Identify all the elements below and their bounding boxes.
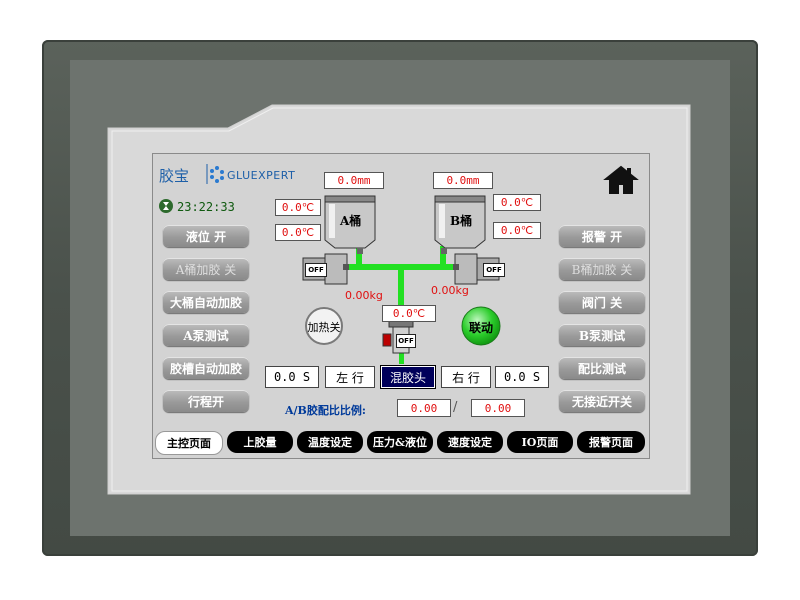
link-button[interactable]: 联动 (468, 321, 493, 335)
brand-name: 胶宝 (159, 167, 190, 185)
liquid-level-button[interactable]: 液位 开 (163, 225, 249, 247)
ratio-separator: / (453, 400, 458, 415)
tank-b-temp1: 0.0℃ (493, 194, 541, 211)
tab-pressure-level[interactable]: 压力&液位 (367, 431, 433, 453)
tank-b-weight: 0.00kg (431, 284, 469, 297)
a-pump-test-button[interactable]: A泵测试 (163, 324, 249, 346)
process-diagram (302, 195, 501, 364)
valve-button[interactable]: 阀门 关 (559, 291, 645, 313)
tab-glue-amount[interactable]: 上胶量 (227, 431, 293, 453)
clock-display: 23:22:33 (177, 200, 235, 214)
tab-main-control[interactable]: 主控页面 (155, 431, 223, 455)
ratio-b-field[interactable]: 0.00 (471, 399, 525, 417)
tank-a (324, 195, 376, 254)
gluexpert-logo-icon (206, 164, 224, 184)
hourglass-icon (159, 199, 173, 213)
tank-b-level: 0.0mm (433, 172, 493, 189)
link-button-bg (461, 306, 501, 346)
left-move-button[interactable]: 左 行 (325, 366, 375, 388)
big-tank-auto-glue-button[interactable]: 大桶自动加胶 (163, 291, 249, 313)
tank-a-weight: 0.00kg (345, 289, 383, 302)
tank-a-temp2: 0.0℃ (275, 224, 321, 241)
tank-b-temp2: 0.0℃ (493, 222, 541, 239)
hmi-screen: 胶宝 GLUEXPERT 23:22:33 液位 开 A桶加胶 关 大桶自动加胶… (152, 153, 650, 459)
pump-b-off-badge: OFF (483, 263, 505, 277)
tab-speed[interactable]: 速度设定 (437, 431, 503, 453)
ratio-test-button[interactable]: 配比测试 (559, 357, 645, 379)
b-tank-glue-button[interactable]: B桶加胶 关 (559, 258, 645, 280)
left-time-field: 0.0 S (265, 366, 319, 388)
alarm-button[interactable]: 报警 开 (559, 225, 645, 247)
tank-b-label: B桶 (450, 214, 473, 228)
tab-io[interactable]: IO页面 (507, 431, 573, 453)
tank-b (434, 195, 486, 254)
a-tank-glue-button[interactable]: A桶加胶 关 (163, 258, 249, 280)
right-move-button[interactable]: 右 行 (441, 366, 491, 388)
ratio-label: A/B胶配比比例: (285, 404, 366, 417)
tab-alarm[interactable]: 报警页面 (577, 431, 645, 453)
mixer-temp: 0.0℃ (382, 305, 436, 322)
tank-a-level: 0.0mm (324, 172, 384, 189)
mixer-off-badge: OFF (396, 334, 416, 348)
mix-head-button[interactable]: 混胶头 (380, 365, 436, 389)
b-pump-test-button[interactable]: B泵测试 (559, 324, 645, 346)
heat-button[interactable]: 加热关 (307, 321, 341, 334)
proximity-switch-button[interactable]: 无接近开关 (559, 390, 645, 412)
tank-a-label: A桶 (340, 214, 362, 228)
tab-temperature[interactable]: 温度设定 (297, 431, 363, 453)
ratio-a-field[interactable]: 0.00 (397, 399, 451, 417)
home-icon[interactable] (603, 164, 639, 196)
brand-sub: GLUEXPERT (227, 169, 296, 182)
pump-a-off-badge: OFF (305, 263, 327, 277)
glue-tank-auto-glue-button[interactable]: 胶槽自动加胶 (163, 357, 249, 379)
stroke-button[interactable]: 行程开 (163, 390, 249, 412)
right-time-field: 0.0 S (495, 366, 549, 388)
heat-button-bg (305, 307, 343, 345)
tank-a-temp1: 0.0℃ (275, 199, 321, 216)
